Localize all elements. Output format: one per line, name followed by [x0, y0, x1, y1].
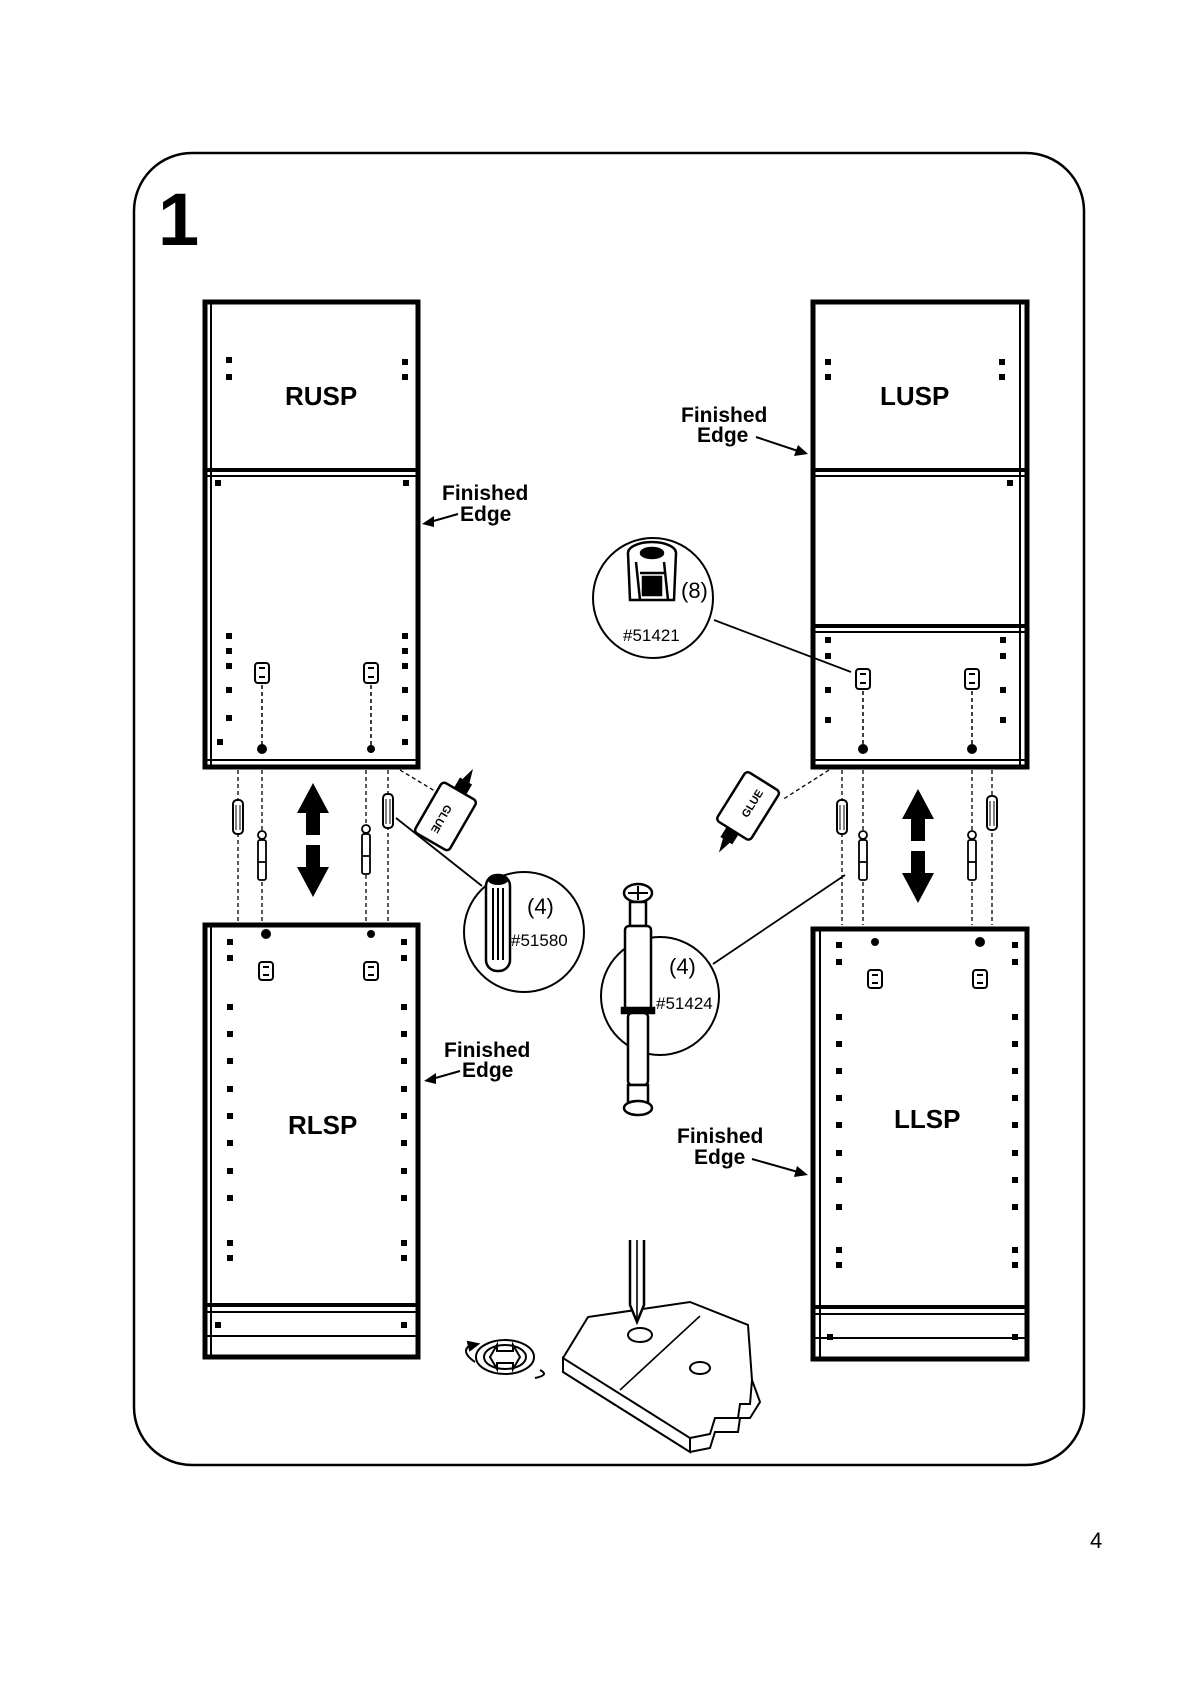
up-down-arrow-icon	[902, 789, 934, 903]
cam-bolt-icon	[968, 831, 976, 880]
cam-lock-icon	[255, 663, 269, 683]
dowel-icon	[383, 794, 393, 828]
up-down-arrow-icon	[297, 783, 329, 897]
rusp-label: RUSP	[285, 381, 357, 411]
finished-edge-label-llsp-line2: Edge	[694, 1146, 745, 1169]
finished-edge-label-rusp-line2: Edge	[460, 503, 511, 526]
cam-bolt-icon	[362, 825, 370, 874]
step-frame	[134, 153, 1084, 1465]
dowel-code: #51580	[511, 931, 568, 950]
cam-lock-icon	[965, 669, 979, 689]
cam-bolt-icon	[622, 884, 654, 1115]
lusp-panel	[813, 302, 1027, 767]
cam-lock-icon	[628, 542, 676, 600]
page-number: 4	[1090, 1528, 1102, 1554]
cam-bolt-icon	[859, 831, 867, 880]
wood-block	[563, 1302, 760, 1452]
rusp-panel	[205, 302, 418, 767]
arrow-icon	[422, 514, 458, 527]
cam-bolt-code: #51424	[656, 994, 713, 1013]
finished-edge-label-rusp-line1: Finished	[442, 482, 528, 505]
finished-edge-label-lusp-line2: Edge	[697, 424, 748, 447]
cam-lock-icon	[868, 970, 882, 988]
cam-bolt-icon	[258, 831, 266, 880]
cam-bolt-qty: (4)	[669, 954, 696, 979]
step-number: 1	[158, 178, 199, 261]
screwdriver-icon	[630, 1240, 644, 1322]
rlsp-label: RLSP	[288, 1110, 357, 1140]
llsp-holes	[827, 942, 1018, 1340]
dowel-icon	[837, 800, 847, 834]
arrow-icon	[424, 1071, 460, 1084]
rusp-holes	[215, 357, 409, 745]
cam-lock-icon	[973, 970, 987, 988]
cam-lock-code: #51421	[623, 626, 680, 645]
cam-bolt-callout: (4) #51424	[601, 875, 845, 1115]
arrow-icon	[752, 1159, 808, 1177]
glue-bottle-icon: GLUE	[702, 771, 780, 863]
cam-lock-qty: (8)	[681, 578, 708, 603]
dowel-icon	[987, 796, 997, 830]
rlsp-panel	[205, 925, 418, 1357]
llsp-panel	[813, 929, 1027, 1359]
alignment-lines-left	[238, 770, 458, 925]
arrow-icon	[756, 437, 808, 456]
llsp-label: LLSP	[894, 1104, 960, 1134]
dowel-callout: (4) #51580	[396, 818, 584, 992]
finished-edge-label-llsp-line1: Finished	[677, 1125, 763, 1148]
cam-lock-icon	[259, 962, 273, 980]
cam-lock-icon	[364, 663, 378, 683]
alignment-lines-right	[782, 770, 992, 925]
cam-lock-icon	[856, 669, 870, 689]
dowel-qty: (4)	[527, 894, 554, 919]
dowel-icon	[233, 800, 243, 834]
lusp-label: LUSP	[880, 381, 949, 411]
rotate-screw-icon	[466, 1340, 544, 1378]
cam-lock-icon	[364, 962, 378, 980]
dowel-icon	[486, 875, 510, 971]
lusp-holes	[825, 359, 1013, 723]
finished-edge-label-rlsp-line2: Edge	[462, 1059, 513, 1082]
glue-bottle-icon: GLUE	[414, 759, 491, 852]
